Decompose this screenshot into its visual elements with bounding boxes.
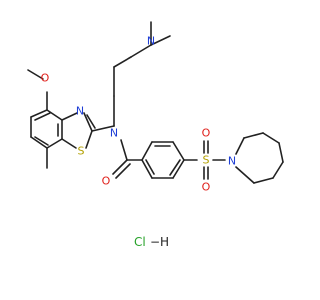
atom-label-oxygen: O xyxy=(202,181,211,194)
bond xyxy=(30,136,48,149)
bond xyxy=(27,69,44,80)
sulfonyl-group xyxy=(183,140,226,180)
bond xyxy=(115,163,131,179)
bond xyxy=(61,138,77,149)
bond xyxy=(262,132,280,144)
bond xyxy=(172,141,185,161)
amide-group xyxy=(91,125,143,179)
bond xyxy=(172,159,185,179)
benzene-ring xyxy=(141,141,185,179)
bond xyxy=(235,137,245,155)
bond xyxy=(91,125,115,132)
salt-bond-dash: − xyxy=(150,235,160,249)
atom-label-sulfur: S xyxy=(203,154,210,167)
bond xyxy=(30,109,48,118)
bond xyxy=(120,139,128,161)
bond xyxy=(113,56,132,68)
chlorine-symbol: Cl xyxy=(134,235,146,249)
dimethylaminoethyl-group xyxy=(113,21,171,127)
molecule-diagram: N N N S O O S O O N Cl − H xyxy=(27,21,284,249)
atom-label-nitrogen: N xyxy=(76,105,84,118)
atom-label-oxygen: O xyxy=(41,72,50,85)
atom-label-nitrogen: N xyxy=(228,155,236,168)
bond xyxy=(86,114,96,129)
bond xyxy=(46,138,63,149)
bond xyxy=(243,132,264,139)
bond xyxy=(130,44,152,58)
bond xyxy=(61,112,78,121)
bond xyxy=(34,112,51,121)
bond xyxy=(85,130,93,149)
bond xyxy=(112,159,128,175)
atom-label-sulfur: S xyxy=(78,145,85,158)
bond xyxy=(141,141,153,161)
bond xyxy=(83,112,93,132)
atom-label-oxygen: O xyxy=(102,175,111,188)
molecule-svg: N N N S O O S O O N Cl − H xyxy=(27,21,284,249)
bond xyxy=(278,142,284,163)
atom-label-nitrogen: N xyxy=(110,127,118,140)
azepane-ring xyxy=(235,132,284,184)
hydrogen-symbol: H xyxy=(160,235,169,249)
bond xyxy=(169,159,181,176)
bond xyxy=(34,136,49,146)
hydrochloride-label: Cl − H xyxy=(134,235,169,249)
benzothiazole-ring xyxy=(27,69,96,169)
bond xyxy=(272,161,284,179)
bond xyxy=(235,166,255,184)
bond xyxy=(141,159,153,179)
bond xyxy=(46,109,63,121)
bond xyxy=(145,159,155,175)
bond xyxy=(150,35,171,46)
atom-label-nitrogen: N xyxy=(147,35,155,48)
bond xyxy=(253,177,274,184)
atom-label-oxygen: O xyxy=(202,127,211,140)
